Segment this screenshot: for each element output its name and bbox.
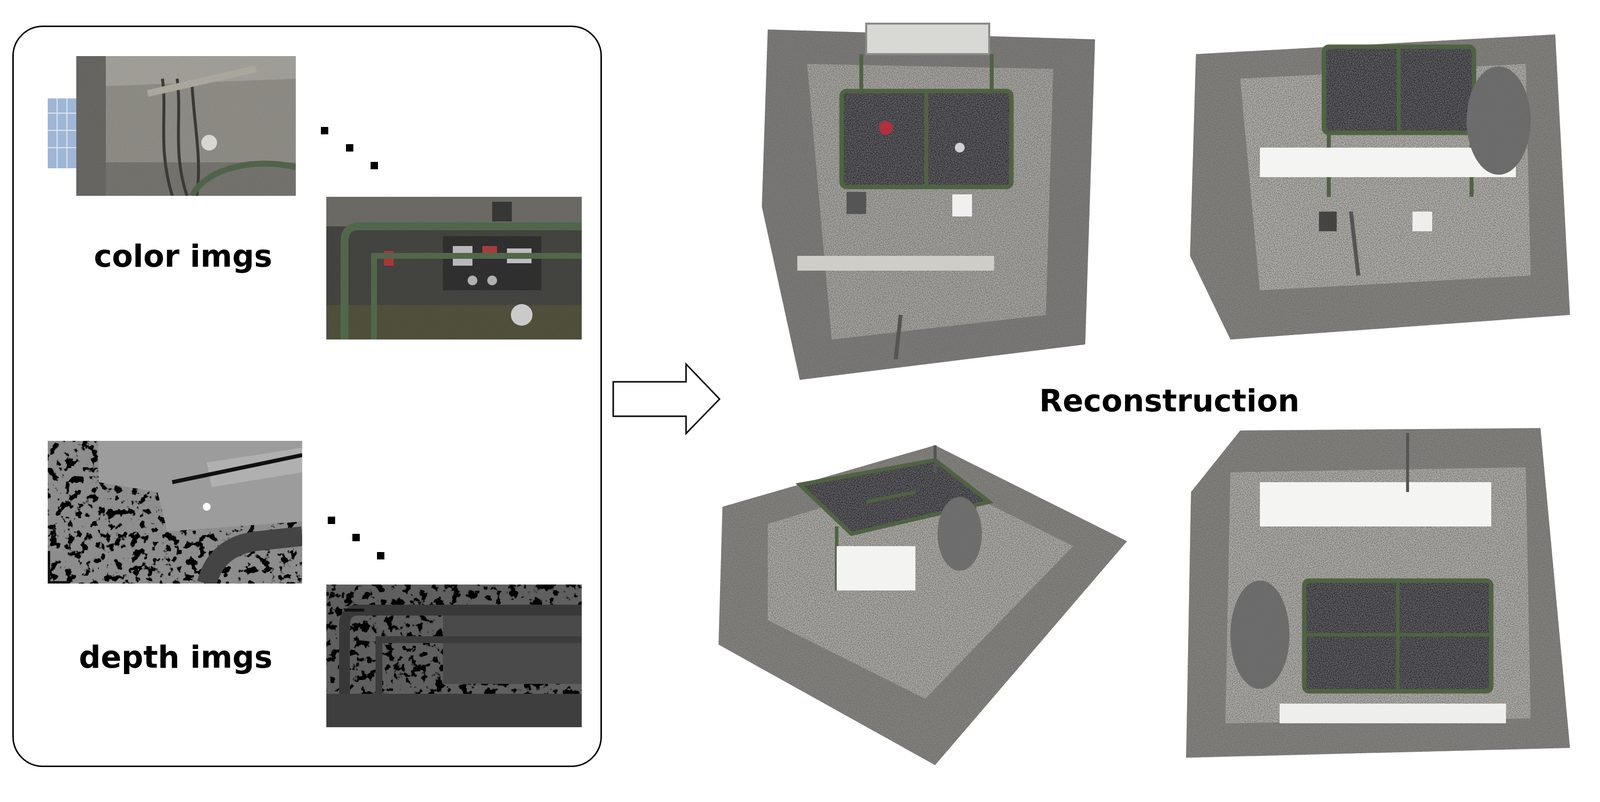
solar-panel: [47, 98, 77, 169]
reconstruction-view: [761, 23, 1096, 380]
input-label: depth imgs: [78, 639, 273, 675]
input-frame: color imgs depth imgs: [12, 25, 602, 768]
color-image: [326, 196, 582, 340]
color-image: [76, 56, 296, 196]
reconstruction-view: [1186, 428, 1570, 758]
ellipsis-dots: [320, 126, 385, 560]
reconstruction-view: [1190, 34, 1570, 340]
block-arrow: [613, 364, 720, 434]
input-label: color imgs: [94, 238, 273, 274]
depth-image: [47, 440, 303, 584]
reconstruction-view: [718, 445, 1128, 766]
section-label: Reconstruction: [1039, 383, 1300, 419]
depth-image: [326, 584, 582, 728]
